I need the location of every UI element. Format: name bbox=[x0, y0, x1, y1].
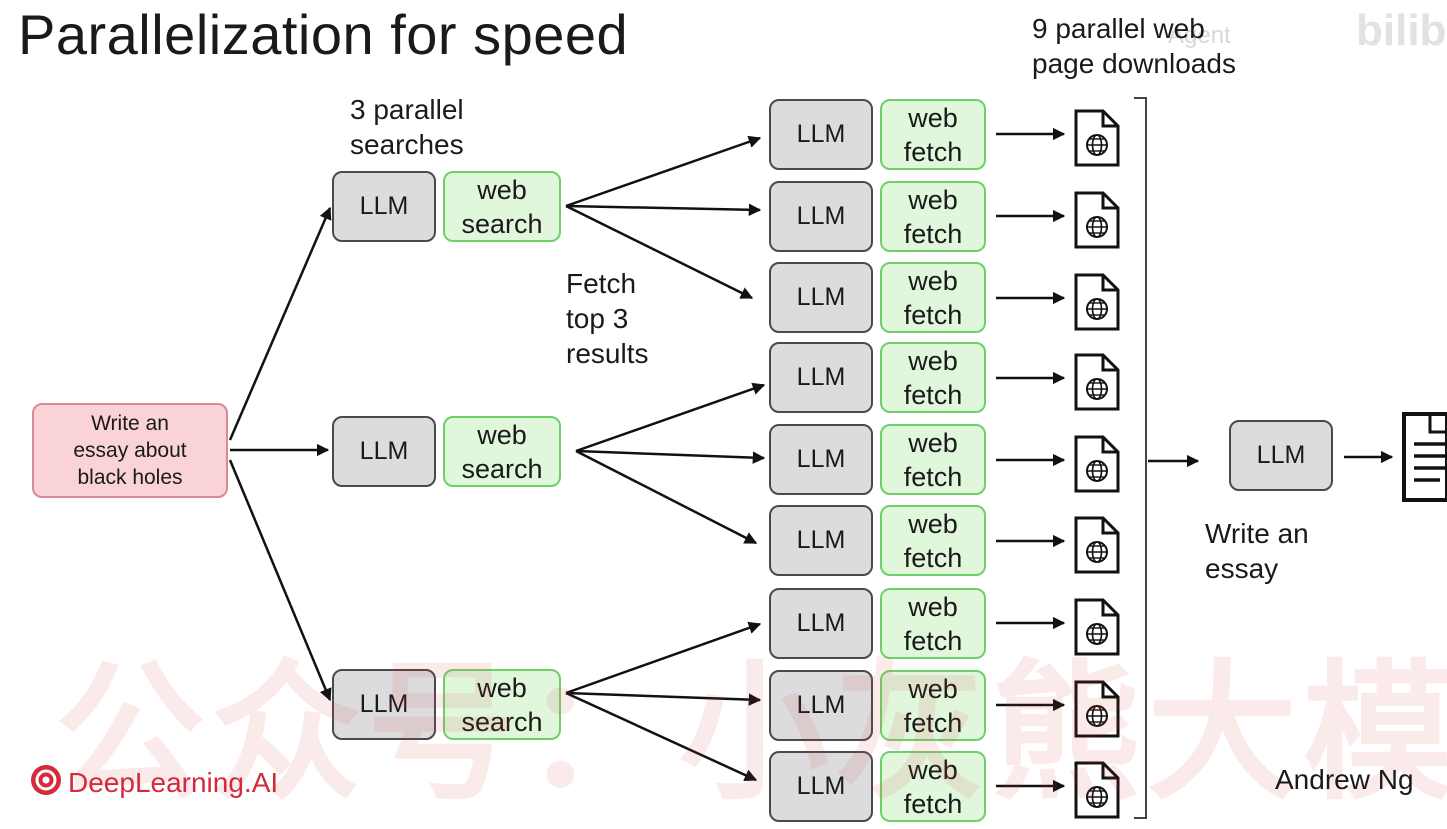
web-document-icon bbox=[1073, 352, 1121, 417]
deeplearning-brand: DeepLearning.AI bbox=[30, 764, 278, 801]
web-search-3: web search bbox=[443, 669, 561, 740]
edge-task-to-search-3 bbox=[228, 459, 332, 702]
web-document-icon bbox=[1073, 515, 1121, 580]
parallel-searches-label: 3 parallel searches bbox=[350, 94, 464, 160]
search-llm-2: LLM bbox=[332, 416, 436, 487]
fetch-llm-4: LLM bbox=[769, 342, 873, 413]
edge-search3-fetch8 bbox=[565, 691, 762, 706]
edge-search2-fetch6 bbox=[575, 449, 758, 545]
fetch-llm-2: LLM bbox=[769, 181, 873, 252]
web-document-icon bbox=[1073, 679, 1121, 744]
web-document-icon bbox=[1073, 272, 1121, 337]
fetch-top-results-label: Fetch top 3 results bbox=[566, 268, 649, 369]
edge-search2-fetch4 bbox=[575, 382, 766, 453]
web-search-2: web search bbox=[443, 416, 561, 487]
web-fetch-4: web fetch bbox=[880, 342, 986, 413]
edge-search2-fetch5 bbox=[575, 449, 766, 464]
web-document-icon bbox=[1073, 760, 1121, 825]
fetch-llm-9: LLM bbox=[769, 751, 873, 822]
web-fetch-1: web fetch bbox=[880, 99, 986, 170]
web-fetch-7: web fetch bbox=[880, 588, 986, 659]
web-fetch-9: web fetch bbox=[880, 751, 986, 822]
web-search-1: web search bbox=[443, 171, 561, 242]
write-essay-label: Write an essay bbox=[1205, 518, 1309, 584]
edge-search3-fetch9 bbox=[565, 691, 758, 782]
deeplearning-logo-icon bbox=[30, 764, 62, 801]
fetch-llm-8: LLM bbox=[769, 670, 873, 741]
brand-name: DeepLearning.AI bbox=[68, 766, 279, 798]
writer-llm: LLM bbox=[1229, 420, 1333, 491]
edge-search1-fetch1 bbox=[565, 135, 762, 208]
bilibili-watermark: bilibili bbox=[1356, 6, 1447, 55]
fetch-llm-1: LLM bbox=[769, 99, 873, 170]
task-box: Write an essay about black holes bbox=[32, 403, 228, 498]
web-fetch-3: web fetch bbox=[880, 262, 986, 333]
author-name: Andrew Ng bbox=[1275, 764, 1414, 795]
web-document-icon bbox=[1073, 434, 1121, 499]
fetch-llm-3: LLM bbox=[769, 262, 873, 333]
search-llm-1: LLM bbox=[332, 171, 436, 242]
fetch-llm-7: LLM bbox=[769, 588, 873, 659]
search-llm-3: LLM bbox=[332, 669, 436, 740]
edge-task-to-search-1 bbox=[228, 206, 332, 441]
web-document-icon bbox=[1073, 597, 1121, 662]
web-document-icon bbox=[1073, 108, 1121, 173]
collection-bracket bbox=[1134, 97, 1147, 819]
web-fetch-8: web fetch bbox=[880, 670, 986, 741]
parallel-downloads-label: 9 parallel web page downloads bbox=[1032, 13, 1236, 79]
edge-search3-fetch7 bbox=[565, 621, 762, 695]
fetch-llm-5: LLM bbox=[769, 424, 873, 495]
page-title: Parallelization for speed bbox=[18, 3, 629, 66]
text-document-icon bbox=[1400, 410, 1447, 509]
web-document-icon bbox=[1073, 190, 1121, 255]
web-fetch-2: web fetch bbox=[880, 181, 986, 252]
corner-watermark-text: Agent bbox=[1168, 22, 1231, 49]
channel-watermark: 公众号：小灰熊大模型 bbox=[55, 647, 1447, 821]
web-fetch-6: web fetch bbox=[880, 505, 986, 576]
edge-search1-fetch3 bbox=[565, 204, 754, 300]
edge-search1-fetch2 bbox=[565, 203, 762, 217]
fetch-llm-6: LLM bbox=[769, 505, 873, 576]
web-fetch-5: web fetch bbox=[880, 424, 986, 495]
